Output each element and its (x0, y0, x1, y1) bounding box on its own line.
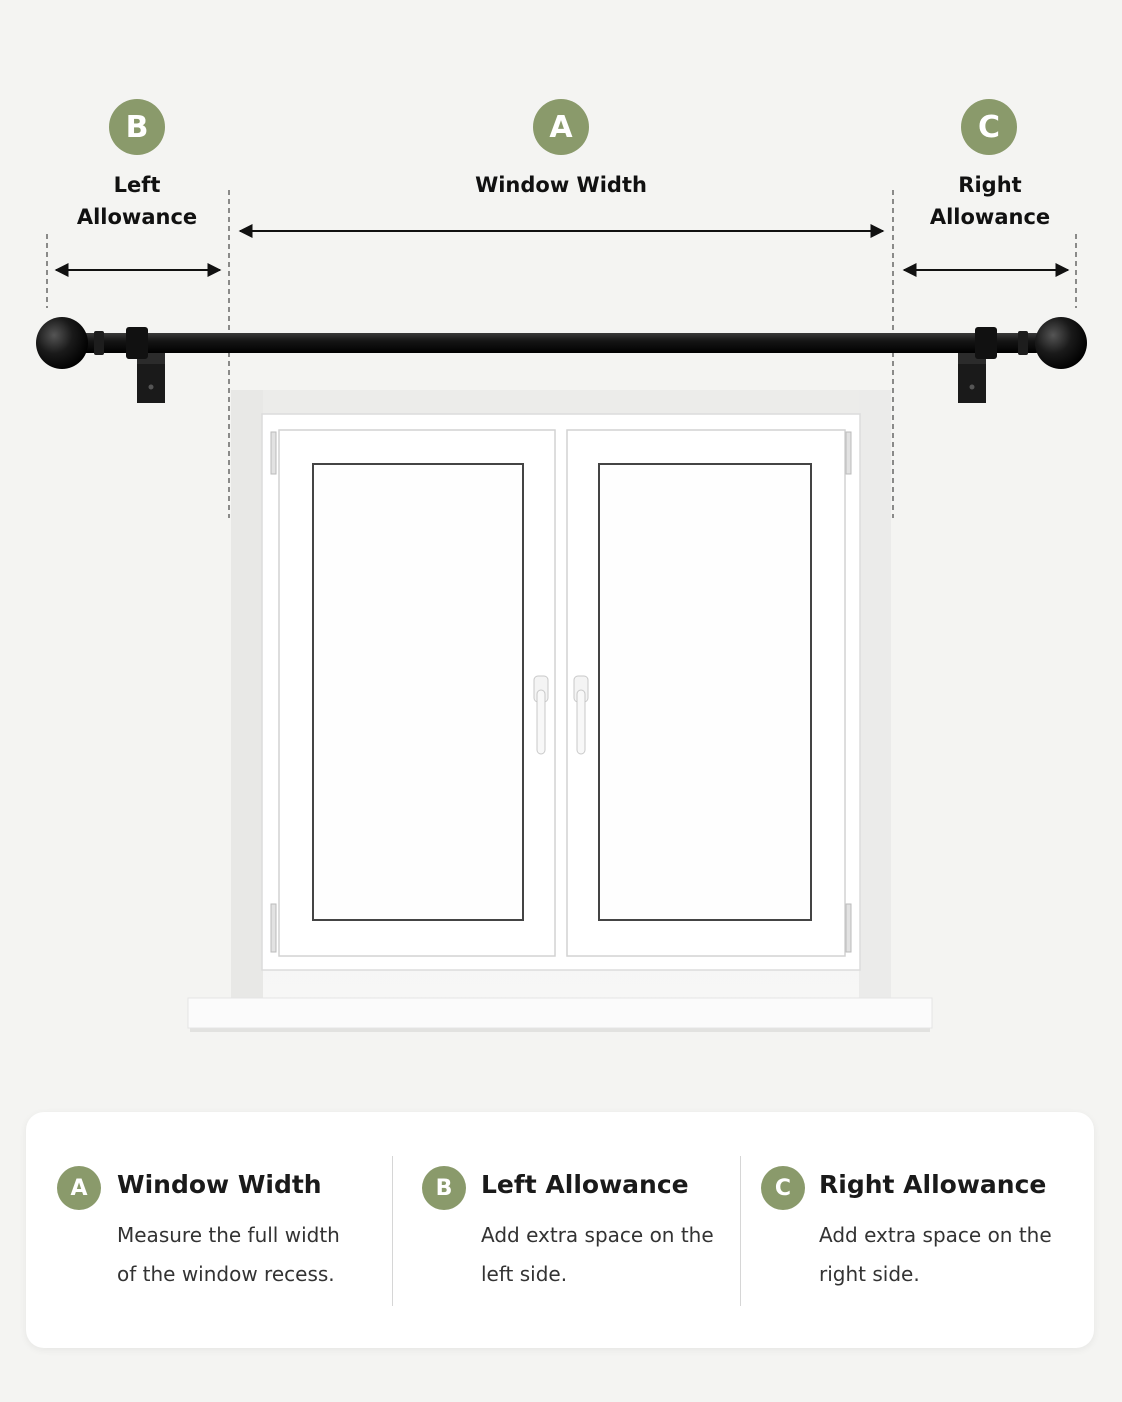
legend-desc-left-allowance: Add extra space on the left side. (481, 1223, 714, 1286)
right-glass (598, 463, 812, 921)
legend-title-left-allowance: Left Allowance (481, 1170, 689, 1199)
legend-title-window-width: Window Width (117, 1170, 322, 1199)
legend-divider (740, 1156, 741, 1306)
right-bracket-icon (958, 352, 986, 403)
hinge-icon (845, 431, 852, 475)
guide-lines (46, 190, 1077, 518)
window-width-label: Window Width (475, 173, 647, 197)
legend-divider (392, 1156, 393, 1306)
legend-badge-c: C (761, 1166, 805, 1210)
curtain-rod-diagram (36, 190, 1087, 1032)
hinge-icon (270, 903, 277, 953)
right-allowance-label: Right Allowance (929, 173, 1051, 229)
badge-b: B (109, 99, 165, 155)
curtain-rod (80, 333, 1042, 353)
legend-badge-a: A (57, 1166, 101, 1210)
left-glass (312, 463, 524, 921)
legend-desc-window-width: Measure the full width of the window rec… (117, 1223, 340, 1286)
left-bracket-icon (137, 352, 165, 403)
hinge-icon (845, 903, 852, 953)
legend-title-right-allowance: Right Allowance (819, 1170, 1047, 1199)
left-finial-icon (36, 317, 88, 369)
right-handle-icon (576, 689, 586, 755)
window-sill (187, 997, 933, 1029)
left-handle-icon (536, 689, 546, 755)
legend-badge-b: B (422, 1166, 466, 1210)
hinge-icon (270, 431, 277, 475)
badge-c: C (961, 99, 1017, 155)
left-allowance-label: Left Allowance (76, 173, 198, 229)
window-recess-shadow-right (859, 390, 891, 1000)
window-recess-shadow-left (231, 390, 263, 1000)
legend-card: A Window Width Measure the full width of… (26, 1112, 1094, 1348)
right-finial-icon (1035, 317, 1087, 369)
badge-a: A (533, 99, 589, 155)
legend-desc-right-allowance: Add extra space on the right side. (819, 1223, 1052, 1286)
